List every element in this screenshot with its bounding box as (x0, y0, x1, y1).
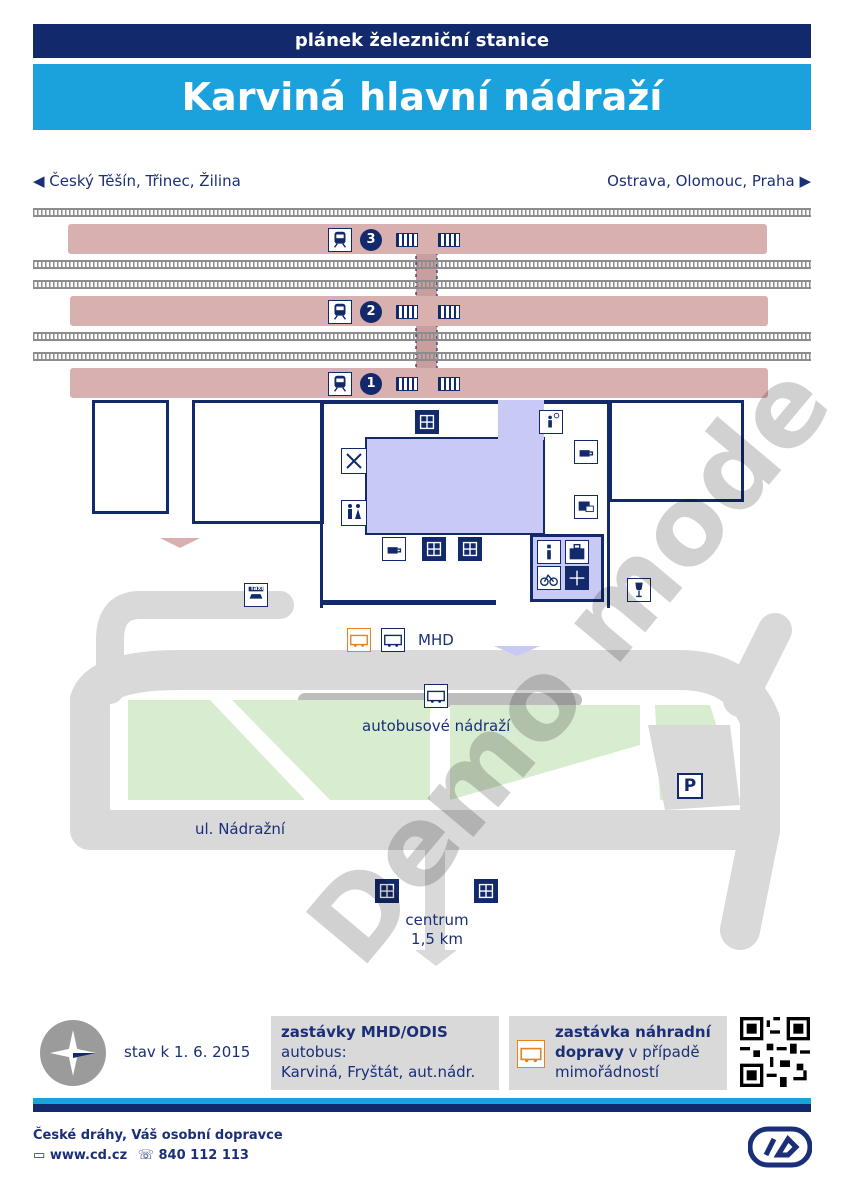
platform-number-3: 3 (360, 229, 382, 251)
phone-icon: ☏ (137, 1148, 154, 1163)
building-wall (320, 400, 498, 404)
web-icon: ▭ (33, 1148, 46, 1163)
mhd-box-line2: Karviná, Fryštát, aut.nádr. (281, 1063, 476, 1081)
footer-band-blue (33, 1098, 811, 1104)
centrum-label: centrum (405, 911, 469, 929)
main-hall (365, 437, 545, 535)
stairs-icon (438, 233, 460, 247)
footer-contact: ▭ www.cd.cz ☏ 840 112 113 (33, 1148, 249, 1163)
train-icon (328, 300, 352, 324)
exit-arrow-left (160, 538, 200, 548)
mhd-label: MHD (418, 631, 454, 649)
compass-icon (40, 1020, 106, 1086)
track (33, 260, 811, 269)
train-icon (328, 228, 352, 252)
wine-bar-icon (627, 578, 651, 602)
centrum-distance: 1,5 km (411, 930, 463, 948)
gift-icon (474, 879, 498, 903)
train-icon (328, 372, 352, 396)
restaurant-icon (341, 448, 367, 474)
gift-icon (458, 537, 482, 561)
gift-icon (375, 879, 399, 903)
replacement-text2: mimořádností (555, 1063, 659, 1081)
phone-number[interactable]: 840 112 113 (158, 1148, 249, 1163)
waiting-room-icon (539, 410, 563, 434)
arrow-centrum (415, 950, 457, 966)
replacement-text1: v případě (623, 1043, 700, 1061)
direction-right: Ostrava, Olomouc, Praha ▶ (607, 172, 811, 190)
stairs-icon (396, 377, 418, 391)
footer-band-navy (33, 1104, 811, 1112)
info-icon (537, 540, 561, 564)
stairs-icon (396, 305, 418, 319)
qr-code-icon[interactable] (740, 1017, 810, 1087)
luggage-icon (565, 540, 589, 564)
gift-icon (422, 537, 446, 561)
building-wall (544, 400, 610, 404)
ticket-machine-icon (574, 495, 598, 519)
hall-connector (498, 400, 544, 440)
stairs-icon (438, 305, 460, 319)
map-subtitle: plánek železniční stanice (33, 24, 811, 58)
green-area-left (128, 700, 305, 800)
track (33, 352, 811, 361)
station-building (320, 400, 610, 608)
cd-logo (748, 1126, 812, 1168)
replacement-title1: zastávka náhradní (555, 1023, 711, 1041)
platform-2 (70, 296, 768, 326)
green-area-right (450, 705, 640, 800)
direction-left: ◀ Český Těšín, Třinec, Žilina (33, 172, 241, 190)
replacement-stop-box: zastávka náhradní dopravy v případě mimo… (509, 1016, 727, 1090)
bike-rental-icon (537, 566, 561, 590)
platform-1 (70, 368, 768, 398)
building-west2 (192, 400, 324, 524)
replacement-bus-icon (517, 1040, 545, 1068)
company-name: České dráhy, Váš osobní dopravce (33, 1128, 283, 1143)
stairs-icon (438, 377, 460, 391)
green-area-mid (232, 700, 430, 800)
mhd-box-line1: autobus: (281, 1043, 347, 1061)
toilets-icon (341, 500, 367, 526)
platform-number-1: 1 (360, 373, 382, 395)
stairs-icon (396, 233, 418, 247)
gift-icon (415, 410, 439, 434)
mhd-stops-box: zastávky MHD/ODIS autobus: Karviná, Fryš… (271, 1016, 499, 1090)
taxi-icon (244, 583, 268, 607)
replacement-title2: dopravy (555, 1043, 624, 1061)
parking-lot (648, 725, 740, 810)
mhd-box-title: zastávky MHD/ODIS (281, 1023, 448, 1041)
cafe-icon (574, 440, 598, 464)
station-title: Karviná hlavní nádraží (33, 64, 811, 130)
exit-arrow-main (494, 646, 540, 656)
cafe-icon (382, 537, 406, 561)
building-east (609, 400, 744, 502)
building-wall (320, 600, 496, 605)
track (33, 208, 811, 217)
website-link[interactable]: www.cd.cz (49, 1148, 128, 1163)
street-label: ul. Nádražní (195, 820, 286, 838)
locker-icon (565, 566, 589, 590)
parking-sign: P (677, 773, 703, 799)
bus-station-icon (424, 684, 448, 708)
status-date: stav k 1. 6. 2015 (124, 1043, 251, 1061)
track (33, 280, 811, 289)
platform-number-2: 2 (360, 301, 382, 323)
replacement-bus-icon (347, 628, 371, 652)
taxi-label: Taxi (250, 585, 264, 592)
building-west (92, 400, 169, 514)
bus-icon (381, 628, 405, 652)
track (33, 332, 811, 341)
bus-station-label: autobusové nádraží (362, 717, 511, 735)
